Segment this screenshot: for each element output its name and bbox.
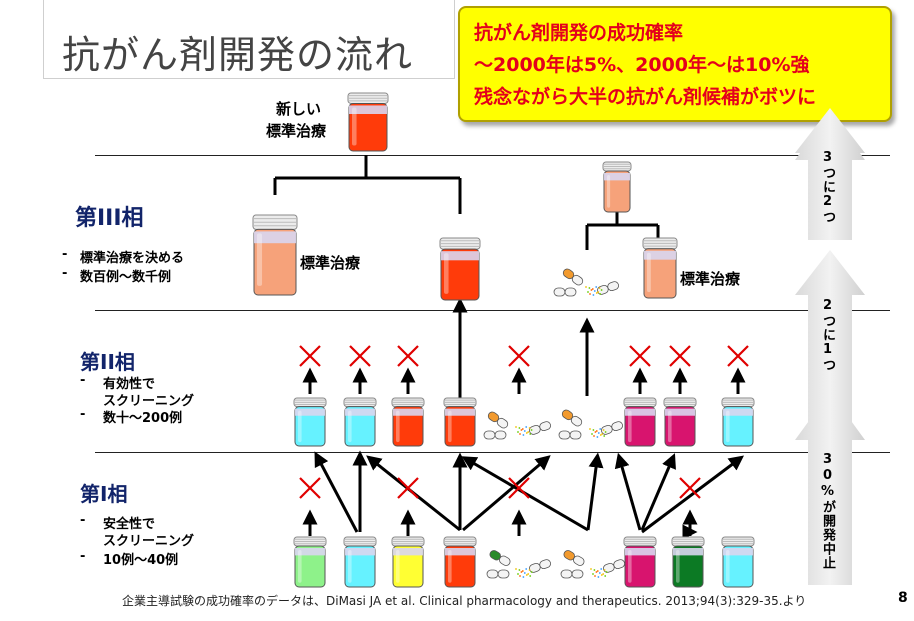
phase3-bullet-1-dash: - <box>62 247 68 262</box>
capsule-phase1-1 <box>489 550 511 566</box>
capsule-phase2-2 <box>483 430 507 440</box>
callout-line-2: ～2000年は5%、2000年～は10%強 <box>474 54 810 76</box>
bottle-phase2-7 <box>721 397 755 447</box>
cross-mark-phase1-4 <box>679 477 701 499</box>
cross-mark-phase2-7 <box>727 345 749 367</box>
capsule-phase1-4 <box>563 550 585 566</box>
bottle-phase2-3 <box>391 397 425 447</box>
bottle-phase1-7 <box>721 536 755 588</box>
big-arrow-middle <box>795 250 865 445</box>
arrow-text-middle: 2つに1つ <box>820 298 835 372</box>
bottle-phase3-red <box>439 237 481 301</box>
phase1-bullet-1-dash: - <box>80 513 86 528</box>
capsule-phase2-5 <box>558 430 582 440</box>
title-box <box>43 0 455 79</box>
phase2-bullet-1b: スクリーニング <box>103 394 195 409</box>
bottle-phase1-3 <box>391 536 425 588</box>
phase1-diagonal-arrows <box>314 450 744 540</box>
divider-top <box>95 155 890 156</box>
cross-mark-phase1-2 <box>397 477 419 499</box>
divider-middle <box>95 310 890 311</box>
cross-mark-phase2-6 <box>669 345 691 367</box>
bottle-phase2-1 <box>293 397 327 447</box>
powder-phase2-1 <box>515 426 533 436</box>
capsule-phase3-1 <box>562 268 584 286</box>
bottle-phase2-4 <box>443 397 477 447</box>
arrow-text-bottom: 30%が開発中止 <box>820 452 835 570</box>
bottle-phase1-2 <box>343 536 377 588</box>
cross-mark-phase2-1 <box>299 345 321 367</box>
cross-mark-phase2-4 <box>508 345 530 367</box>
bottle-phase2-6 <box>663 397 697 447</box>
bottle-phase3-standard-left <box>252 214 298 296</box>
callout-box: 抗がん剤開発の成功確率 ～2000年は5%、2000年～は10%強 残念ながら大… <box>458 6 892 122</box>
bottle-phase2-5 <box>623 397 657 447</box>
page-title: 抗がん剤開発の流れ <box>62 33 414 77</box>
big-arrow-top-head <box>795 112 865 240</box>
capsule-phase2-3 <box>529 421 551 435</box>
phase1-bullet-2-dash: - <box>80 549 86 564</box>
phase3-bullet-2: 数百例～数千例 <box>80 270 172 285</box>
phase2-bullet-1: 有効性で <box>103 377 156 392</box>
capsule-phase3-2 <box>553 287 577 297</box>
capsule-phase1-2 <box>486 569 510 579</box>
new-standard-label-1: 新しい <box>276 100 322 118</box>
capsule-phase2-4 <box>561 409 583 427</box>
bottle-phase1-1 <box>293 536 327 588</box>
phase1-bullet-1: 安全性で <box>103 517 156 532</box>
phase2-bullet-1-dash: - <box>80 373 86 388</box>
capsule-phase2-1 <box>487 411 509 429</box>
capsule-phase1-6 <box>603 559 625 573</box>
cross-mark-phase1-3 <box>508 477 530 499</box>
bottles <box>252 92 755 588</box>
callout-line-3: 残念ながら大半の抗がん剤候補がボツに <box>474 86 817 108</box>
powder-phase1-1 <box>515 568 533 578</box>
bottle-phase2-2 <box>343 397 377 447</box>
phase1-bullet-1b: スクリーニング <box>103 534 195 549</box>
cross-mark-phase2-3 <box>397 345 419 367</box>
capsules <box>483 268 625 579</box>
cross-mark-phase2-5 <box>629 345 651 367</box>
arrow-text-top: 3つに2つ <box>820 150 835 224</box>
new-standard-label-2: 標準治療 <box>266 122 327 140</box>
phase1-bullet-2: 10例～40例 <box>103 553 179 568</box>
cross-mark-phase1-1 <box>299 477 321 499</box>
powder-phase1-2 <box>590 568 608 578</box>
phase1-title: 第I相 <box>80 482 128 506</box>
cross-mark-phase2-2 <box>349 345 371 367</box>
phase3-bullet-1: 標準治療を決める <box>80 251 185 266</box>
page-number: 8 <box>898 590 908 606</box>
phase2-bullet-2-dash: - <box>80 407 86 422</box>
tree-connector-left <box>273 155 462 214</box>
phase1-small-arrows <box>302 509 698 536</box>
bottle-new-standard <box>347 92 389 152</box>
phase3-standard-label-left: 標準治療 <box>300 254 361 272</box>
callout-line-1: 抗がん剤開発の成功確率 <box>474 22 684 44</box>
powder-phase3 <box>585 286 603 296</box>
phase3-bullet-2-dash: - <box>62 266 68 281</box>
bottle-phase3-standard-right <box>642 237 678 299</box>
bottle-phase1-5 <box>623 536 657 588</box>
capsule-phase2-6 <box>601 421 623 435</box>
tree-connector-right <box>585 212 660 250</box>
powder-phase2-2 <box>589 428 607 438</box>
bottle-phase1-4 <box>443 536 477 588</box>
phase3-standard-label-right: 標準治療 <box>680 270 741 288</box>
big-arrow-bottom <box>795 392 865 585</box>
phase2-title: 第II相 <box>80 350 135 374</box>
phase2-small-arrows <box>302 367 746 394</box>
bottle-phase3-top-right <box>602 161 632 213</box>
capsule-phase1-5 <box>560 569 584 579</box>
cross-marks <box>299 345 749 499</box>
divider-bottom <box>95 452 890 453</box>
bottle-phase1-6 <box>671 536 705 588</box>
phase3-title: 第III相 <box>75 206 144 231</box>
phase2-bullet-2: 数十～200例 <box>103 411 183 426</box>
footer-citation: 企業主導試験の成功確率のデータは、DiMasi JA et al. Clinic… <box>122 594 807 608</box>
